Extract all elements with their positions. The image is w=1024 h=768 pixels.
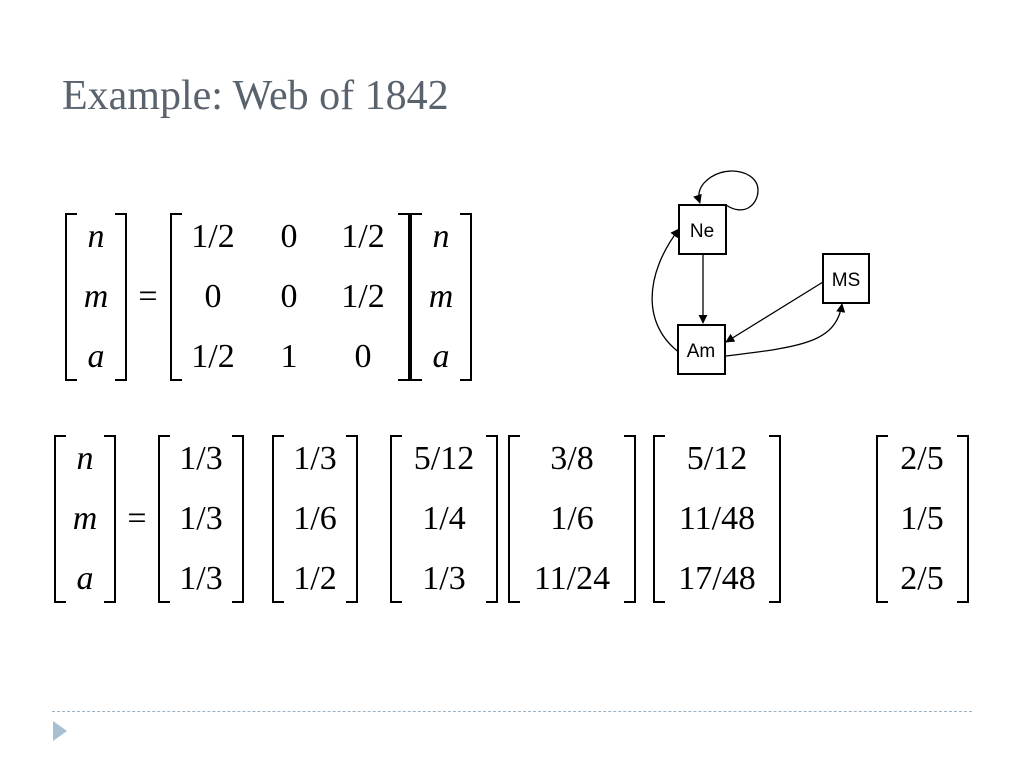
eq2-iteration-2: 1/3 1/6 1/2	[272, 435, 358, 603]
eq1-matrix-cell: 1/2	[191, 338, 235, 375]
eq2-iter-cell: 1/3	[179, 440, 223, 477]
edge-am-ne	[651, 228, 681, 354]
eq2-iter-cell: 1/3	[293, 440, 337, 477]
eq2-iter-cell: 17/48	[678, 560, 756, 597]
eq2-iter-cell: 1/2	[293, 560, 337, 597]
node-ms-label: MS	[832, 270, 861, 291]
eq2-iter-cell: 11/48	[678, 500, 756, 537]
eq1-lhs-a: a	[87, 338, 105, 375]
eq2-lhs-a: a	[76, 560, 94, 597]
node-ne: Ne	[678, 204, 727, 255]
eq2-lhs-m: m	[72, 500, 98, 537]
eq2-iter-cell: 1/3	[179, 500, 223, 537]
eq2-limit-cell: 2/5	[900, 560, 944, 597]
eq1-matrix-cell: 1/2	[341, 278, 385, 315]
eq1-matrix-cell: 0	[354, 338, 372, 375]
eq1-transition-matrix: 1/2 0 1/2 0 0 1/2 1/2 1 0	[170, 213, 410, 381]
edge-am-ms	[725, 303, 846, 357]
eq2-iter-cell: 11/24	[533, 560, 611, 597]
edge-ne-ne	[693, 170, 759, 211]
triangle-bullet-icon	[53, 721, 67, 741]
eq1-matrix-cell: 0	[280, 278, 298, 315]
eq2-iteration-1: 1/3 1/3 1/3	[158, 435, 244, 603]
eq2-iter-cell: 5/12	[413, 440, 475, 477]
eq1-rhs-vector: n m a	[410, 213, 472, 381]
eq2-iter-cell: 1/3	[179, 560, 223, 597]
eq2-iteration-4: 3/8 1/6 11/24	[508, 435, 636, 603]
eq2-iter-cell: 3/8	[550, 440, 594, 477]
eq2-lhs-n: n	[76, 440, 94, 477]
eq1-equals: =	[138, 278, 158, 315]
node-am: Am	[677, 324, 726, 375]
eq2-iter-cell: 1/4	[422, 500, 466, 537]
eq2-iter-cell: 1/6	[550, 500, 594, 537]
slide-title: Example: Web of 1842	[62, 73, 449, 119]
eq2-iter-cell: 1/3	[422, 560, 466, 597]
eq1-rhs-n: n	[432, 218, 450, 255]
eq1-rhs-m: m	[428, 278, 454, 315]
eq1-lhs-m: m	[83, 278, 109, 315]
eq1-lhs-vector: n m a	[65, 213, 127, 381]
eq2-iter-cell: 5/12	[686, 440, 748, 477]
eq1-lhs-n: n	[87, 218, 105, 255]
eq2-equals: =	[127, 500, 147, 537]
eq1-matrix-cell: 0	[204, 278, 222, 315]
node-ne-label: Ne	[690, 221, 714, 242]
node-ms: MS	[822, 253, 870, 304]
eq2-iteration-5: 5/12 11/48 17/48	[653, 435, 781, 603]
eq2-limit-cell: 2/5	[900, 440, 944, 477]
eq1-matrix-cell: 1/2	[191, 218, 235, 255]
eq1-matrix-cell: 1	[280, 338, 298, 375]
eq2-lhs-vector: n m a	[54, 435, 116, 603]
eq1-matrix-cell: 0	[280, 218, 298, 255]
edge-ms-am	[725, 281, 824, 343]
link-graph: Ne MS Am	[651, 170, 870, 375]
eq1-rhs-a: a	[432, 338, 450, 375]
eq2-limit-vector: 2/5 1/5 2/5	[876, 435, 969, 603]
eq2-iter-cell: 1/6	[293, 500, 337, 537]
footer-divider	[52, 711, 972, 712]
eq2-iteration-3: 5/12 1/4 1/3	[390, 435, 498, 603]
eq1-matrix-cell: 1/2	[341, 218, 385, 255]
eq2-limit-cell: 1/5	[900, 500, 944, 537]
node-am-label: Am	[687, 341, 716, 362]
